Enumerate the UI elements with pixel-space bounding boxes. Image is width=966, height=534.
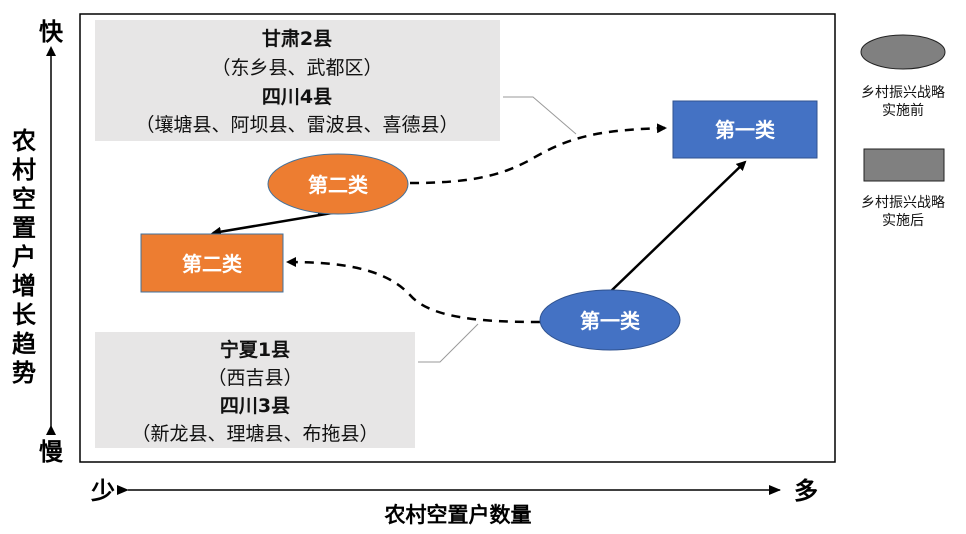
node-class2-after [140, 233, 284, 293]
node-class2-before-label: 第二类 [308, 173, 368, 197]
info-top-line3: 四川4县 [262, 86, 332, 108]
y-axis-title: 农村空置户增长趋势 [11, 127, 37, 387]
plot-frame [79, 13, 836, 463]
y-axis-bottom-label: 慢 [39, 438, 64, 466]
y-axis-title-char: 户 [12, 243, 36, 271]
y-axis-top-label: 快 [39, 18, 64, 46]
info-top-line1: 甘肃2县 [262, 27, 332, 50]
y-axis-title-char: 长 [12, 301, 37, 329]
node-class2-before [267, 153, 409, 215]
connector-bottom [418, 323, 479, 363]
node-class1-after [672, 100, 818, 159]
y-axis-title-char: 农 [11, 127, 36, 155]
y-axis-title-char: 势 [12, 359, 36, 387]
y-axis-title-char: 置 [12, 214, 36, 242]
info-box-bottom [95, 332, 415, 448]
node-class1-before-label: 第一类 [580, 309, 640, 333]
info-box-top [95, 20, 500, 141]
solid-arrow-class2-main [211, 210, 339, 237]
x-axis-title: 农村空置户数量 [384, 503, 532, 527]
y-axis-title-char: 增 [12, 272, 36, 300]
info-bottom-line1: 宁夏1县 [220, 338, 290, 361]
node-class1-after-label: 第一类 [715, 118, 775, 142]
legend-after-line2: 实施后 [882, 213, 924, 229]
legend-after-swatch [863, 148, 945, 182]
info-top-line4: （壤塘县、阿坝县、雷波县、喜德县） [135, 114, 458, 136]
y-axis-title-char: 村 [12, 156, 36, 184]
info-bottom-line3: 四川3县 [220, 395, 290, 417]
legend-before-swatch [860, 34, 946, 70]
y-axis-title-char: 趋 [12, 330, 37, 358]
x-axis-right-label: 多 [794, 477, 818, 505]
x-axis-left-label: 少 [90, 477, 115, 505]
dashed-arrow-class2-to-class1 [409, 123, 667, 185]
info-bottom-line4: （新龙县、理塘县、布拖县） [131, 423, 378, 445]
node-class2-after-label: 第二类 [182, 252, 242, 276]
legend-before-line2: 实施前 [882, 102, 924, 119]
info-bottom-line2: （西吉县） [207, 367, 302, 389]
node-class1-before [539, 289, 681, 351]
y-axis-title-char: 空 [12, 185, 36, 213]
info-top-line2: （东乡县、武都区） [211, 57, 382, 79]
legend-before-line1: 乡村振兴战略 [861, 85, 945, 101]
legend-after-line1: 乡村振兴战略 [861, 195, 945, 211]
connector-top [503, 96, 577, 135]
solid-arrow-class1 [609, 160, 747, 293]
dashed-arrow-class1-to-class2 [286, 257, 541, 324]
